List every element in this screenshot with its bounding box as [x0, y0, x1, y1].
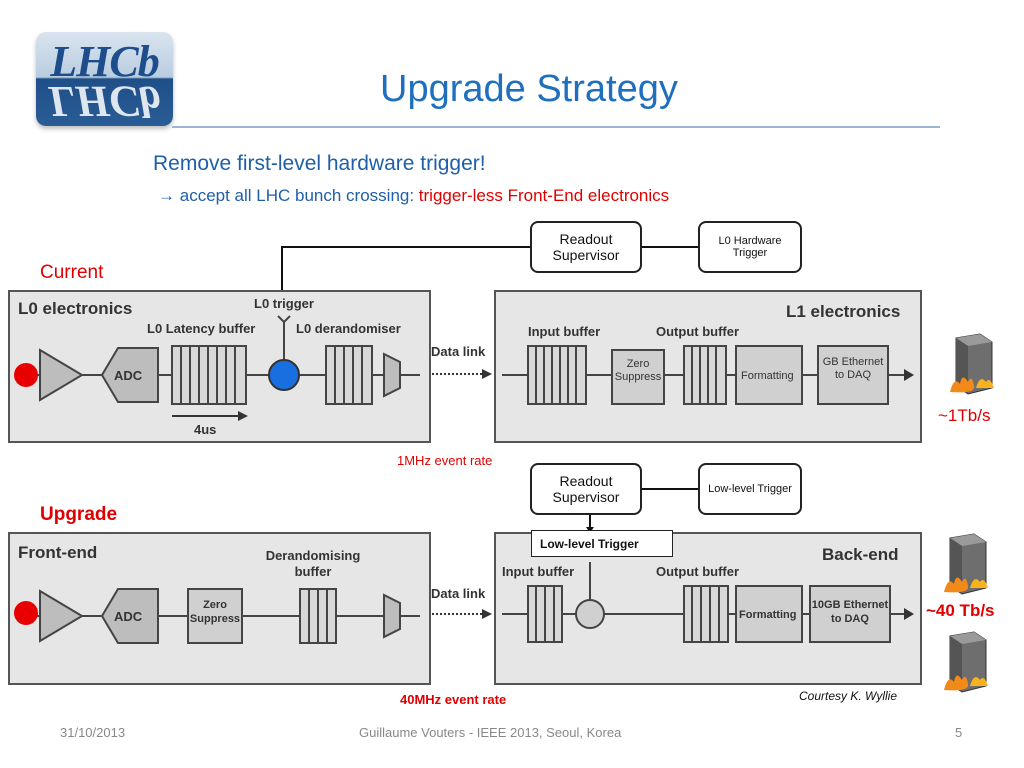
- footer-page-number: 5: [955, 725, 963, 740]
- formatting-block: [735, 345, 803, 405]
- back-end-title: Back-end: [822, 545, 899, 564]
- derandomising-label: Derandomising buffer: [265, 548, 361, 579]
- l0-electronics-title: L0 electronics: [18, 299, 132, 318]
- zero-suppress-label: Zero Suppress: [614, 358, 662, 383]
- footer-date: 31/10/2013: [60, 725, 126, 740]
- upgrade-adc-label: ADC: [114, 609, 143, 624]
- current-trigger-box: L0 Hardware Trigger: [698, 221, 802, 273]
- logo-text: LHCb: [50, 37, 159, 86]
- zero-suppress-block: [611, 349, 665, 405]
- upgrade-ethernet-label: 10GB Ethernet to DAQ: [811, 599, 889, 625]
- output-buffer-label: Output buffer: [656, 324, 739, 339]
- subtitle-highlight: trigger-less Front-End electronics: [418, 186, 670, 205]
- amplifier-icon: [39, 348, 84, 402]
- upgrade-amplifier-icon: [39, 589, 84, 643]
- latency-time-label: 4us: [194, 422, 216, 437]
- upgrade-data-link-label: Data link: [431, 586, 486, 601]
- input-buffer-icon: [527, 345, 587, 405]
- derandomiser-icon: [325, 345, 373, 405]
- input-buffer-label: Input buffer: [528, 324, 600, 339]
- current-readout-supervisor: Readout Supervisor: [530, 221, 642, 273]
- upgrade-mux-icon: [383, 593, 401, 639]
- subtitle-line2: → accept all LHC bunch crossing: trigger…: [158, 186, 669, 206]
- current-data-link: Data link: [431, 344, 492, 379]
- upgrade-rate: 40MHz event rate: [400, 692, 507, 707]
- latency-buffer-icon: [171, 345, 247, 405]
- l1-electronics-title: L1 electronics: [786, 302, 900, 321]
- upgrade-input-buffer-icon: [527, 585, 563, 643]
- derandomiser-label: L0 derandomiser: [296, 321, 401, 336]
- server-fire-icon: [950, 333, 994, 395]
- upgrade-zero-suppress-block: [187, 588, 243, 644]
- mux-icon: [383, 352, 401, 398]
- upgrade-output-buffer-icon: [683, 585, 729, 643]
- red-input-dot: [14, 363, 38, 387]
- latency-buffer-label: L0 Latency buffer: [147, 321, 255, 336]
- gb-ethernet-label: GB Ethernet to DAQ: [822, 356, 884, 381]
- courtesy-note: Courtesy K. Wyllie: [799, 689, 898, 703]
- derandomising-buffer-icon: [299, 588, 337, 644]
- adc-block: [100, 347, 159, 403]
- current-data-link-label: Data link: [431, 344, 486, 359]
- trigger-decision-dot: [268, 359, 300, 391]
- server-fire-icon: [944, 631, 988, 693]
- server-fire-icon: [944, 533, 988, 595]
- upgrade-red-input-dot: [14, 601, 38, 625]
- upgrade-formatting-block: [735, 585, 803, 643]
- front-end-title: Front-end: [18, 543, 97, 562]
- current-rate: 1MHz event rate: [397, 453, 493, 468]
- upgrade-backend-panel: Back-end Input buffer Output buffer Form…: [494, 532, 922, 685]
- upgrade-formatting-label: Formatting: [739, 609, 796, 621]
- upgrade-input-buffer-label: Input buffer: [502, 564, 574, 579]
- current-label: Current: [40, 262, 104, 283]
- current-bandwidth: ~1Tb/s: [938, 406, 991, 425]
- upgrade-frontend-panel: Front-end Derandomising buffer ADC Zero …: [8, 532, 431, 685]
- upgrade-data-link: Data link: [431, 586, 492, 619]
- arrow-icon: →: [158, 186, 175, 205]
- footer-center: Guillaume Vouters - IEEE 2013, Seoul, Ko…: [359, 725, 622, 740]
- slide-title: Upgrade Strategy: [380, 68, 678, 110]
- lhcb-logo: LHCb LHCb: [36, 32, 173, 126]
- upgrade-trigger-decision-dot: [575, 599, 605, 629]
- upgrade-readout-supervisor: Readout Supervisor: [530, 463, 642, 515]
- current-l0-panel: L0 electronics L0 trigger L0 Latency buf…: [8, 290, 431, 443]
- title-divider: [172, 126, 940, 128]
- l0-trigger-label: L0 trigger: [254, 296, 314, 311]
- subtitle-prefix: accept all LHC bunch crossing:: [179, 186, 419, 205]
- upgrade-bandwidth: ~40 Tb/s: [926, 601, 995, 620]
- gb-ethernet-block: [817, 345, 889, 405]
- upgrade-zero-suppress-label: Zero Suppress: [189, 599, 241, 625]
- current-l1-panel: L1 electronics Input buffer Output buffe…: [494, 290, 922, 443]
- adc-label: ADC: [114, 368, 143, 383]
- upgrade-label: Upgrade: [40, 504, 118, 525]
- upgrade-trigger-box: Low-level Trigger: [698, 463, 802, 515]
- formatting-label: Formatting: [741, 370, 794, 382]
- subtitle-line1: Remove first-level hardware trigger!: [153, 152, 486, 175]
- upgrade-ethernet-block: [809, 585, 891, 643]
- output-buffer-icon: [683, 345, 727, 405]
- upgrade-output-buffer-label: Output buffer: [656, 564, 739, 579]
- upgrade-adc-block: [100, 588, 159, 644]
- low-level-trigger-tag: Low-level Trigger: [531, 530, 673, 557]
